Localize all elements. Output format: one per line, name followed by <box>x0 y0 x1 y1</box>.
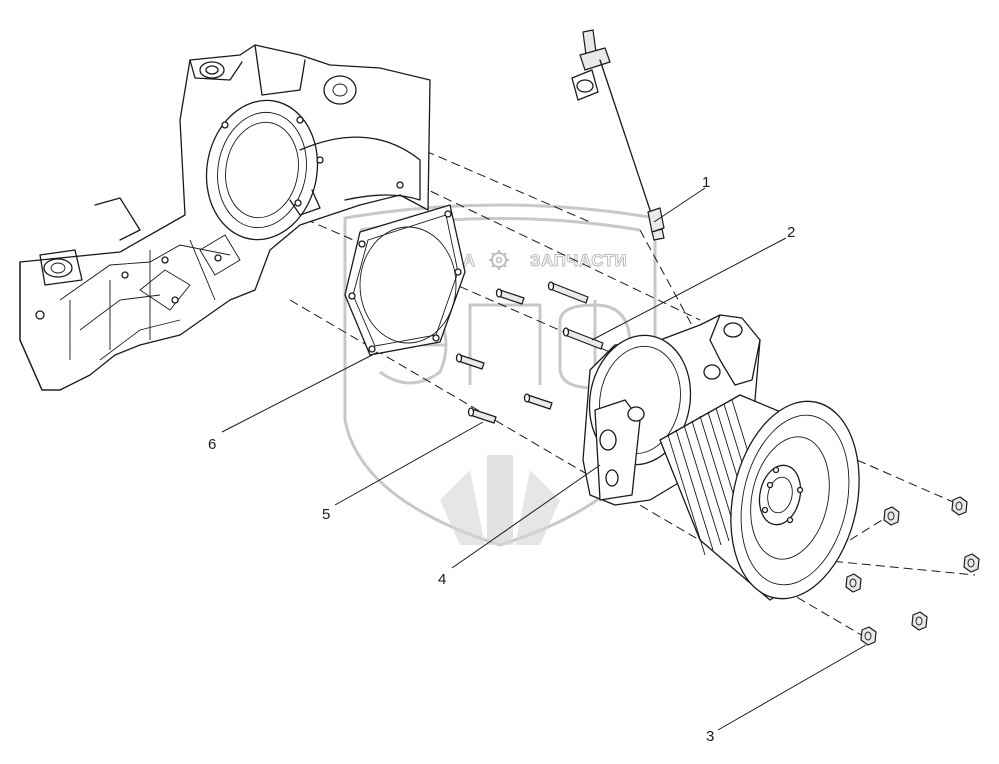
engine-speed-sensor-cable <box>571 29 665 241</box>
stud-short <box>523 393 553 410</box>
flange-nut <box>951 496 968 516</box>
stud-short <box>495 288 525 305</box>
water-pump-assembly <box>582 314 860 601</box>
studs <box>455 281 604 424</box>
flange-nut <box>911 611 928 631</box>
gear-icon <box>489 250 509 270</box>
flange-nut <box>845 573 862 593</box>
stud-long <box>547 281 589 304</box>
watermark-right-text: ЗАПЧАСТИ <box>530 251 627 270</box>
callout-2: 2 <box>787 224 795 241</box>
flange-nut <box>860 626 877 646</box>
engine-timing-housing <box>19 44 431 391</box>
callout-5: 5 <box>322 506 330 523</box>
callout-1: 1 <box>702 174 710 191</box>
callout-4: 4 <box>438 571 446 588</box>
flange-nut <box>963 553 980 573</box>
stud-long <box>562 327 604 350</box>
callout-3: 3 <box>706 728 714 745</box>
stud-short <box>455 353 485 370</box>
gasket <box>344 204 466 356</box>
flange-nut <box>883 506 900 526</box>
stud-short <box>467 407 497 424</box>
watermark-wheat <box>440 455 560 545</box>
callout-6: 6 <box>208 436 216 453</box>
flange-nuts <box>845 496 980 646</box>
callouts: 1 2 3 4 5 6 <box>208 174 867 745</box>
